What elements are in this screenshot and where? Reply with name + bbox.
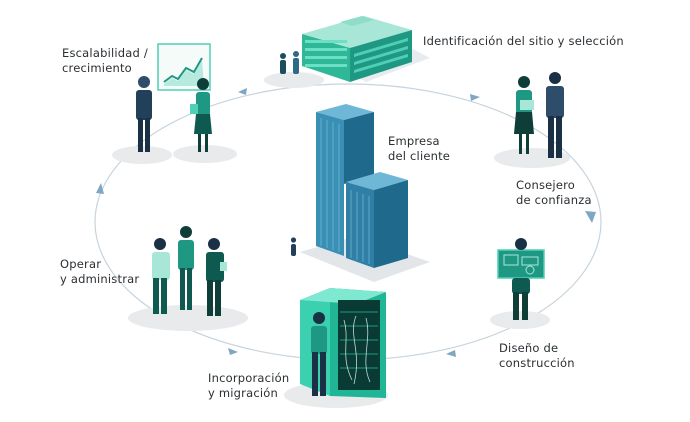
floor-shadow (490, 311, 550, 329)
label-line: construcción (499, 356, 575, 370)
migration-illustration (300, 288, 386, 398)
ring-arrow-icon (446, 350, 456, 357)
ring-arrow-icon (470, 94, 480, 101)
ring-arrows (96, 88, 596, 357)
floor-shadow (173, 145, 237, 163)
floor-shadow (264, 72, 324, 88)
label-line: Identificación del sitio y selección (423, 34, 624, 48)
label-line: del cliente (388, 149, 451, 163)
ring-arrow-icon (238, 88, 247, 95)
ring-arrow-icon (96, 183, 104, 194)
site-selection-label: Identificación del sitio y selección (423, 34, 624, 49)
construction-design-illustration (497, 238, 545, 320)
operate-illustration (152, 226, 227, 316)
trusted-advisor-label: Consejero de confianza (516, 178, 592, 208)
ring-arrow-icon (585, 211, 596, 223)
label-line: crecimiento (62, 61, 132, 75)
construction-design-label: Diseño de construcción (499, 341, 575, 371)
label-line: de confianza (516, 193, 592, 207)
label-line: Empresa (388, 134, 440, 148)
client-company-towers-illustration (290, 104, 430, 282)
migration-label: Incorporación y migración (208, 371, 289, 401)
floor-shadow (112, 146, 172, 164)
label-line: Operar (60, 257, 102, 271)
ring-arrow-icon (228, 348, 238, 355)
client-company-label: Empresa del cliente (388, 134, 450, 164)
trusted-advisor-illustration (514, 72, 564, 158)
operate-label: Operar y administrar (60, 257, 139, 287)
growth-label: Escalabilidad / crecimiento (62, 46, 148, 76)
growth-illustration (136, 43, 212, 152)
site-building-illustration (280, 16, 430, 82)
label-line: y administrar (60, 272, 140, 286)
label-line: Consejero (516, 178, 576, 192)
label-line: y migración (208, 386, 278, 400)
label-line: Diseño de (499, 341, 559, 355)
label-line: Escalabilidad / (62, 46, 148, 60)
label-line: Incorporación (208, 371, 290, 385)
